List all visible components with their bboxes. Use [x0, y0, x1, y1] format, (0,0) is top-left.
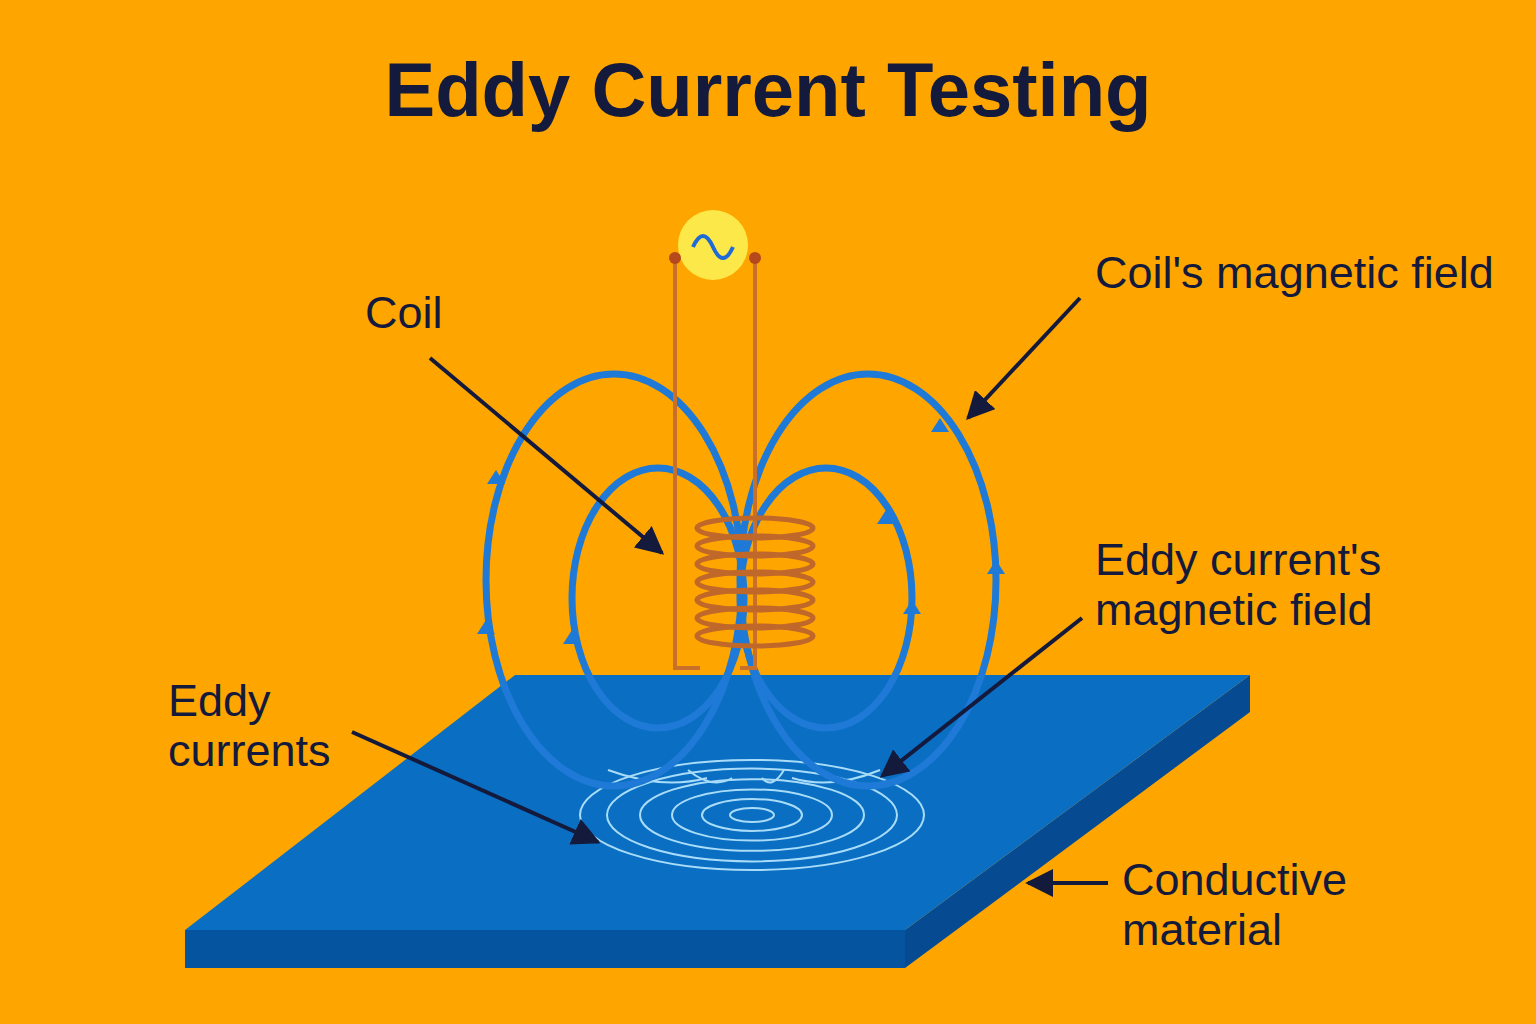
ac-source	[669, 210, 761, 280]
eddy-label: Eddy currents	[168, 676, 398, 777]
eddy-field-line	[762, 770, 784, 783]
coil-label: Coil	[365, 288, 565, 338]
eddy-ring	[730, 808, 774, 822]
coil-turn	[697, 626, 813, 646]
coil-windings	[697, 518, 813, 646]
eddy-ring	[672, 789, 832, 840]
eddy-field-label: Eddy current's magnetic field	[1095, 535, 1515, 636]
eddy-ring	[702, 799, 802, 831]
eddy-ring	[580, 760, 924, 870]
field-label: Coil's magnetic field	[1095, 248, 1495, 298]
eddy-current-rings	[580, 760, 924, 870]
eddy-field-line	[688, 770, 732, 783]
title: Eddy Current Testing	[0, 46, 1536, 133]
eddy-ring	[640, 779, 864, 851]
leader-lines	[352, 298, 1108, 883]
field-arrows	[477, 418, 1005, 644]
magnetic-field-lines	[486, 374, 996, 786]
conductive-plate	[185, 675, 1250, 968]
material-label: Conductive material	[1122, 855, 1452, 956]
